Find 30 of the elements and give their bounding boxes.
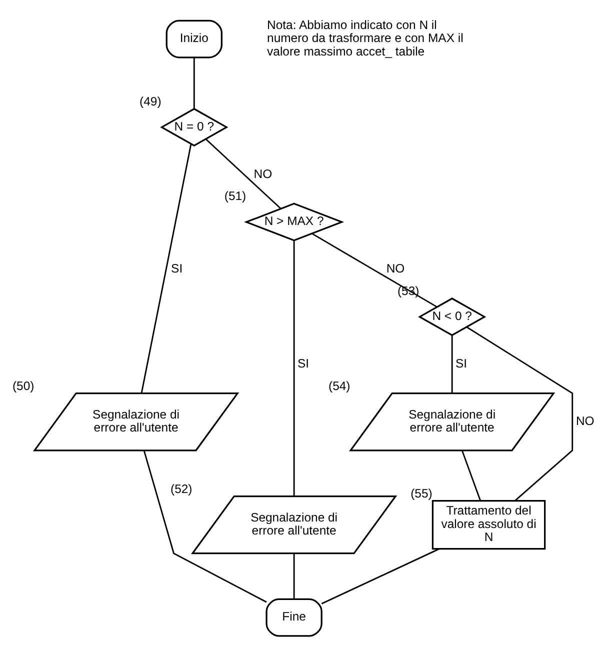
connector <box>140 144 192 394</box>
edge-label: SI <box>455 356 468 370</box>
node-label: (55) <box>410 486 432 500</box>
node-label: (52) <box>170 482 192 496</box>
node-diamond: N < 0 ? <box>418 298 486 336</box>
node-diamond: N > MAX ? <box>244 202 344 242</box>
connector <box>193 57 195 109</box>
connector <box>451 335 453 394</box>
connector <box>143 450 267 603</box>
edge-label: SI <box>297 356 310 370</box>
connector <box>206 138 282 210</box>
node-diamond: N = 0 ? <box>160 108 228 146</box>
connector <box>293 554 295 599</box>
edge-label: NO <box>386 262 405 276</box>
label: Nota: Abbiamo indicato con N il numero da trasformare e con MAX il valore massimo accet_ tabile <box>267 18 464 58</box>
connector <box>321 548 440 604</box>
edge-label: NO <box>576 414 594 428</box>
node-label: (49) <box>140 94 162 108</box>
edge-label: SI <box>171 262 183 276</box>
node-box: Trattamento del valore assoluto di N <box>432 500 546 550</box>
connector <box>466 326 574 502</box>
node-box: Inizio <box>166 20 222 58</box>
node-label: (54) <box>328 378 350 393</box>
node-label: (51) <box>224 189 246 204</box>
connector <box>461 450 482 501</box>
node-box: Fine <box>266 598 322 637</box>
connector <box>293 240 295 496</box>
connector <box>312 233 438 308</box>
node-label: (50) <box>12 378 34 393</box>
edge-label: NO <box>254 166 272 181</box>
